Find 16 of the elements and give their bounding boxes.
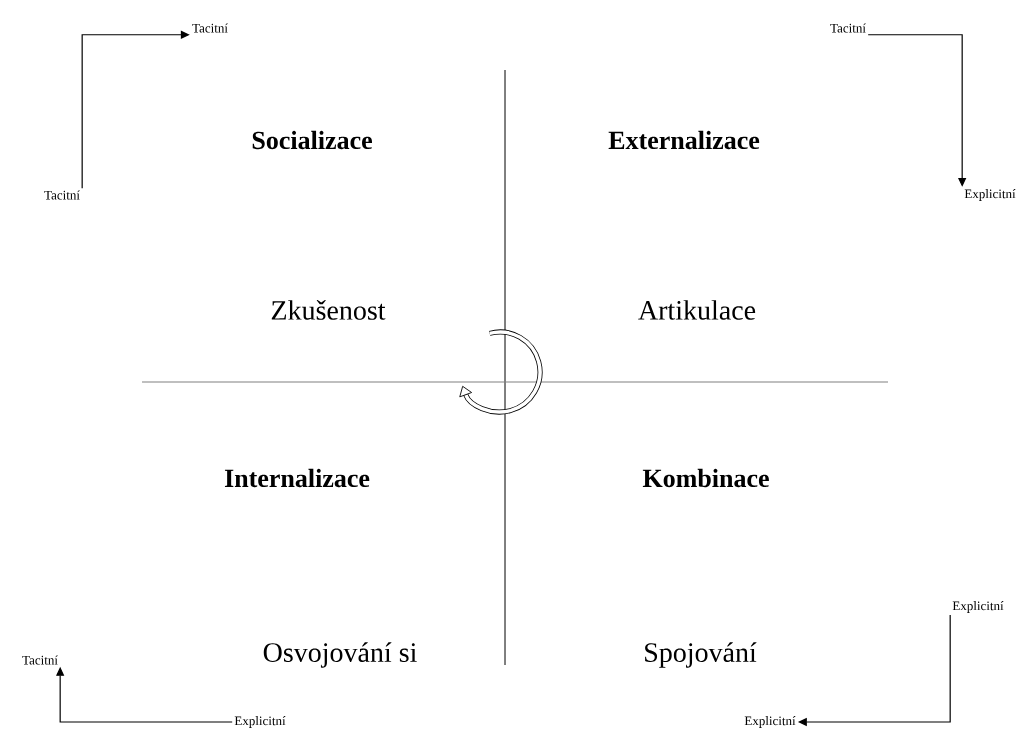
axis-label: Tacitní	[830, 23, 866, 33]
axis-label: Explicitní	[744, 716, 796, 728]
quadrant-label: Artikulace	[638, 300, 756, 320]
quadrant-title: Kombinace	[642, 468, 769, 488]
axis-label: Explicitní	[234, 716, 286, 728]
quadrant-title: Externalizace	[608, 130, 760, 150]
axis-label: Tacitní	[44, 190, 80, 200]
axis-label: Explicitní	[952, 601, 1004, 613]
axis-label: Tacitní	[192, 23, 228, 33]
quadrant-title: Socializace	[252, 130, 372, 150]
axis-label: Explicitní	[964, 189, 1016, 201]
axis-label: Tacitní	[22, 655, 58, 665]
quadrant-label: Osvojování si	[263, 642, 417, 668]
quadrant-label: Spojování	[645, 642, 757, 668]
quadrant-label: Zkušenost	[271, 300, 386, 320]
quadrant-title: Internalizace	[224, 468, 370, 488]
